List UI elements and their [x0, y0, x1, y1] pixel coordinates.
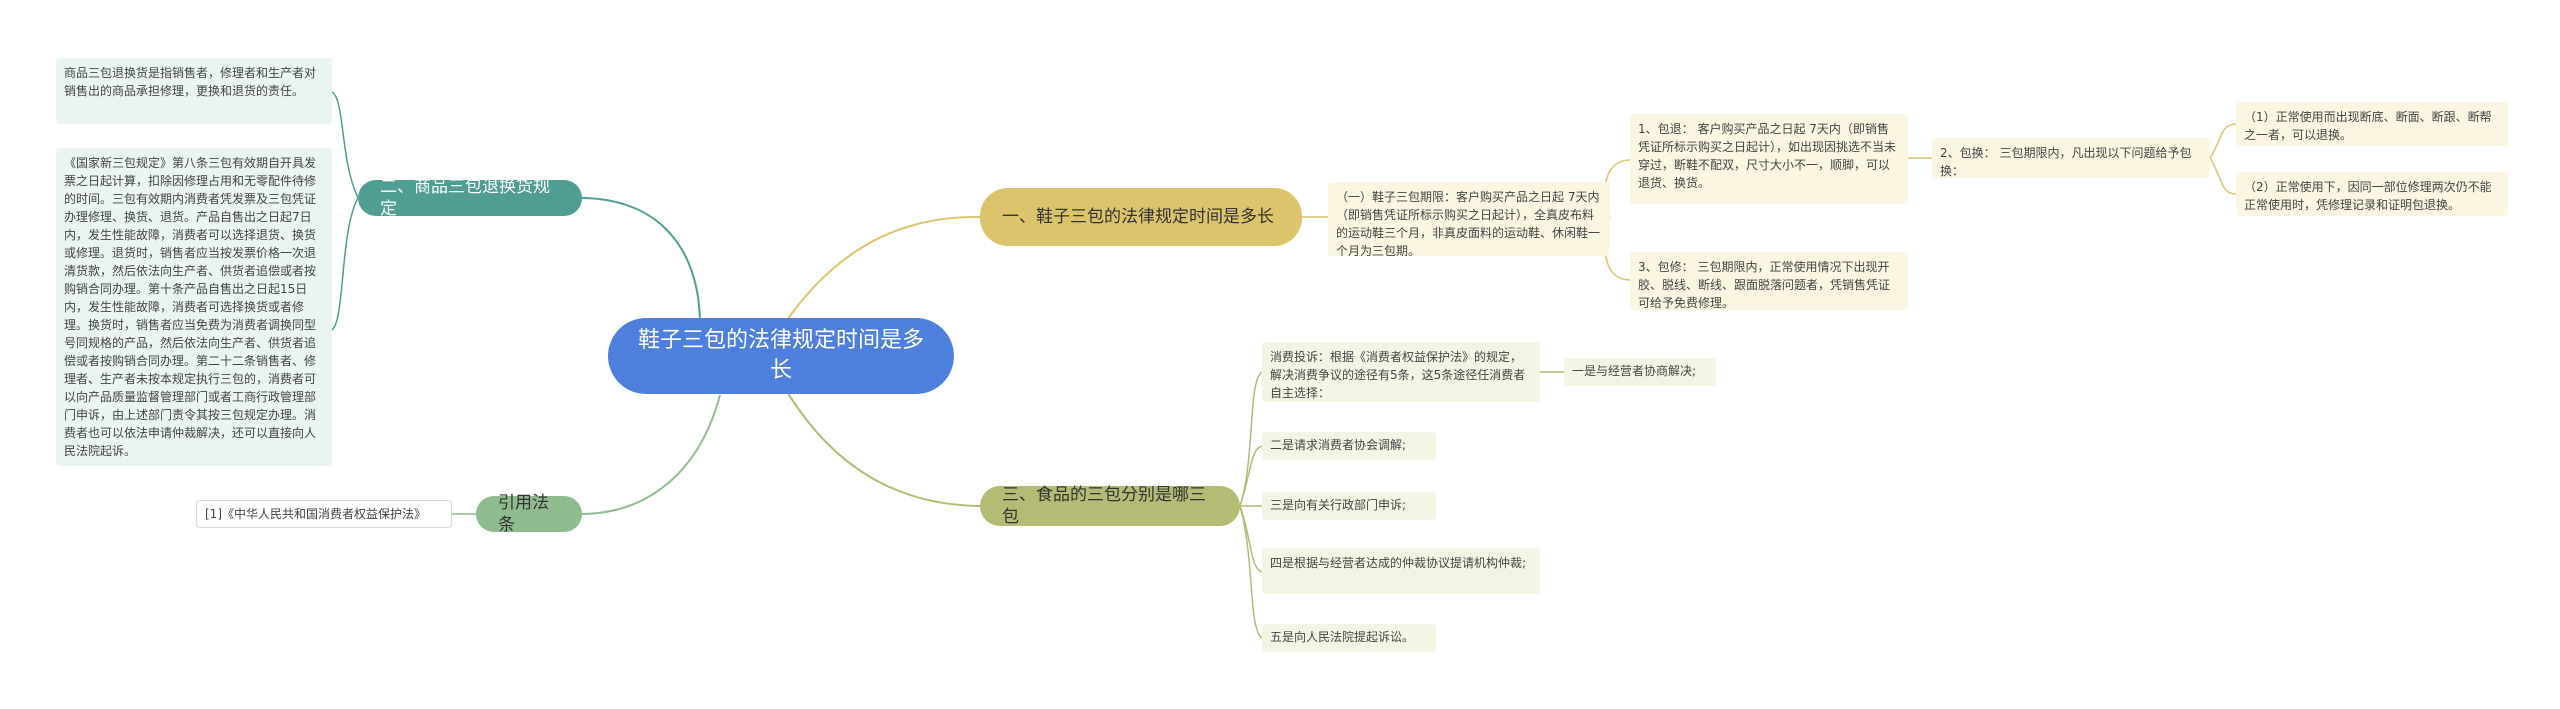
consumer-option-3[interactable]: 三是向有关行政部门申诉; [1262, 492, 1436, 520]
return-rules-regulation[interactable]: 《国家新三包规定》第八条三包有效期自开具发票之日起计算，扣除因修理占用和无零配件… [56, 148, 332, 466]
branch-return-rules[interactable]: 二、商品三包退换货规定 [358, 177, 582, 219]
edge-root-b3 [779, 379, 981, 507]
edge-root-b1 [779, 215, 981, 331]
root-node[interactable]: 鞋子三包的法律规定时间是多长 [608, 318, 954, 394]
edge-root-b2 [579, 197, 701, 326]
branch-law-period-label: 一、鞋子三包的法律规定时间是多长 [1002, 207, 1274, 227]
consumer-option-1[interactable]: 一是与经营者协商解决; [1564, 358, 1716, 386]
edge-b2-leaf1 [331, 91, 359, 199]
return-rules-definition[interactable]: 商品三包退换货是指销售者，修理者和生产者对销售出的商品承担修理，更换和退货的责任… [56, 58, 332, 124]
edge-b3-item3 [1239, 505, 1263, 573]
edge-b2-leaf2 [331, 197, 359, 331]
branch-return-rules-label: 二、商品三包退换货规定 [380, 177, 550, 219]
edge-sub2-item2 [2209, 157, 2237, 195]
exchange-item-2[interactable]: （2）正常使用下，因同一部位修理两次仍不能正常使用时，凭修理记录和证明包退换。 [2236, 172, 2508, 216]
branch-law-period[interactable]: 一、鞋子三包的法律规定时间是多长 [980, 188, 1302, 246]
branch-food-warranty-label: 三、食品的三包分别是哪三包 [1002, 485, 1206, 527]
consumer-option-2[interactable]: 二是请求消费者协会调解; [1262, 432, 1436, 460]
cited-law-reference[interactable]: [1]《中华人民共和国消费者权益保护法》 [196, 500, 452, 528]
branch-cited-law-label: 引用法条 [498, 493, 549, 535]
edge-b3-item1 [1239, 445, 1263, 507]
consumer-complaint-intro[interactable]: 消费投诉：根据《消费者权益保护法》的规定，解决消费争议的途径有5条，这5条途径任… [1262, 342, 1540, 402]
exchange-rule[interactable]: 2、包换： 三包期限内，凡出现以下问题给予包换： [1932, 138, 2210, 178]
consumer-option-5[interactable]: 五是向人民法院提起诉讼。 [1262, 624, 1436, 652]
branch-food-warranty[interactable]: 三、食品的三包分别是哪三包 [980, 485, 1240, 527]
edge-root-b4 [579, 394, 721, 515]
edge-b3-item4 [1239, 505, 1263, 639]
root-title: 鞋子三包的法律规定时间是多长 [637, 328, 924, 383]
branch-cited-law[interactable]: 引用法条 [476, 493, 582, 535]
consumer-option-4[interactable]: 四是根据与经营者达成的仲裁协议提请机构仲裁; [1262, 548, 1540, 594]
exchange-item-1[interactable]: （1）正常使用而出现断底、断面、断跟、断帮之一者，可以退换。 [2236, 102, 2508, 146]
edge-b3-intro [1239, 371, 1263, 507]
law-period-detail[interactable]: （一）鞋子三包期限：客户购买产品之日起 7天内（即销售凭证所标示购买之日起计），… [1328, 182, 1610, 258]
edge-sub2-item1 [2209, 123, 2237, 159]
refund-rule[interactable]: 1、包退： 客户购买产品之日起 7天内（即销售凭证所标示购买之日起计），如出现因… [1630, 114, 1908, 204]
repair-rule[interactable]: 3、包修： 三包期限内，正常使用情况下出现开胶、脱线、断线、跟面脱落问题者，凭销… [1630, 252, 1908, 310]
